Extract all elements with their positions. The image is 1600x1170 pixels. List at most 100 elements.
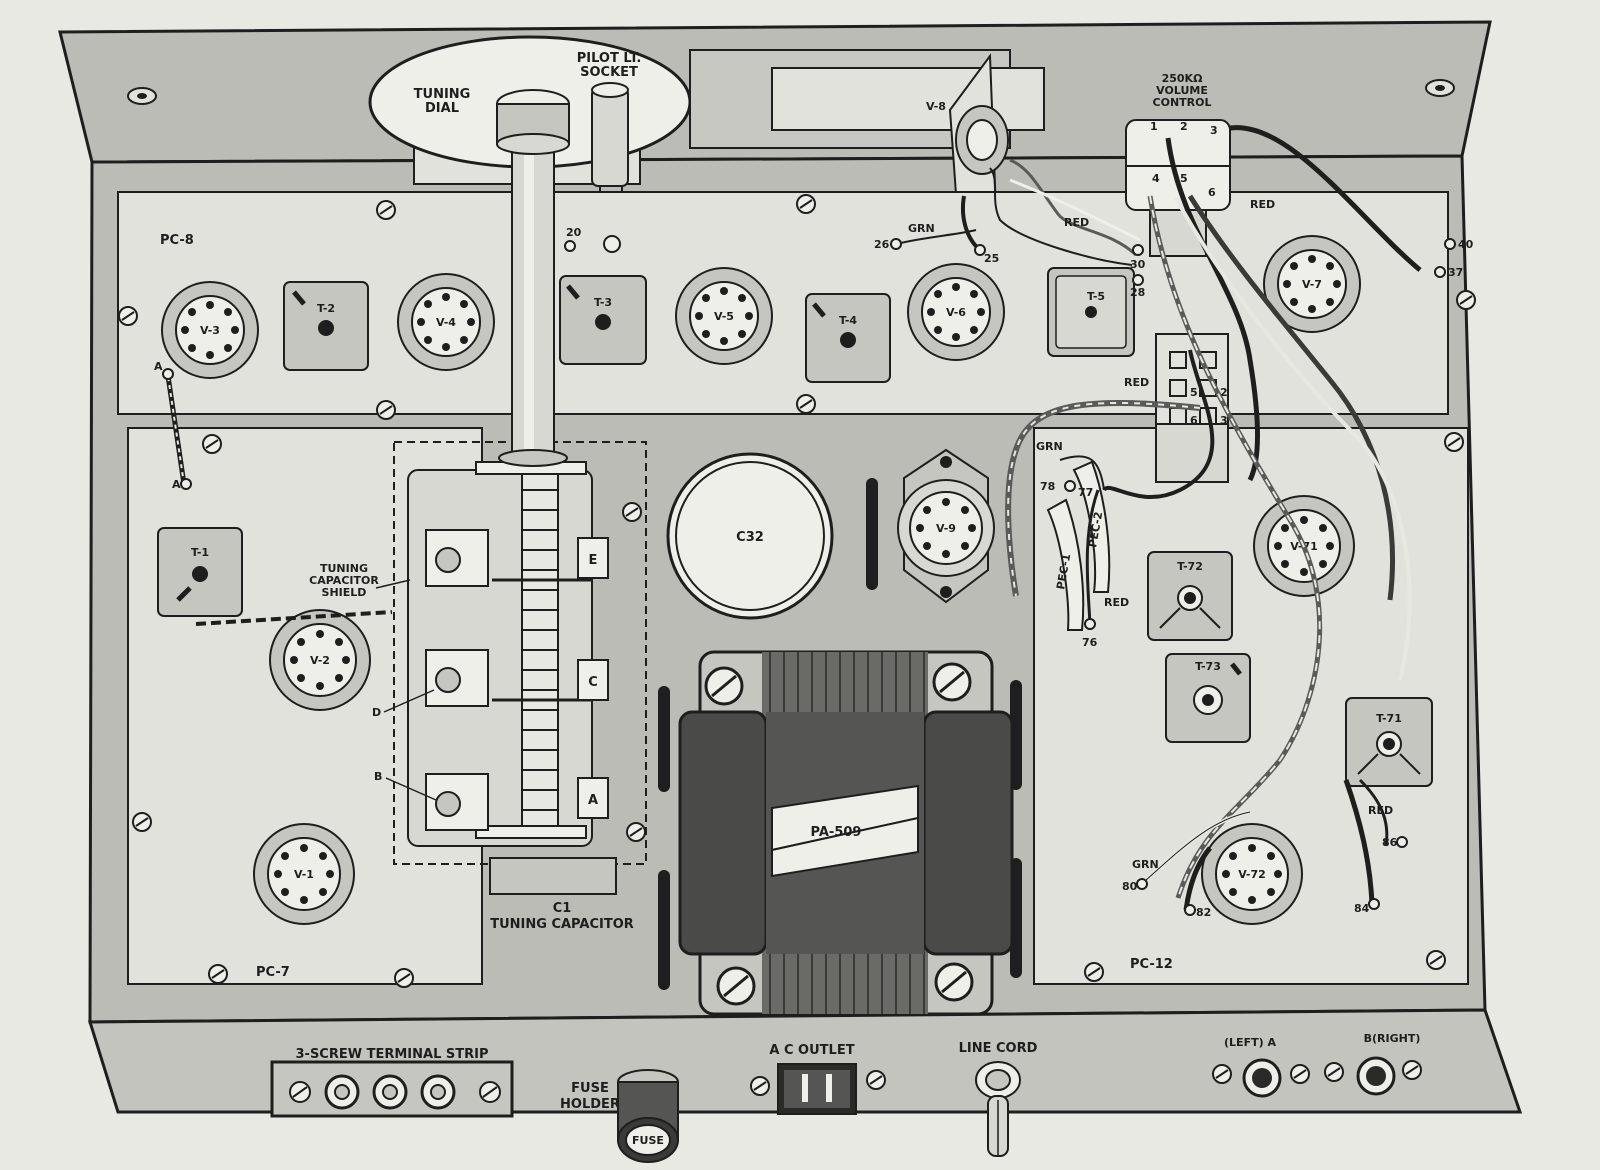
transformer-t72-label: T-72 [1177,560,1203,573]
point-a-bottom: A [172,478,181,491]
transformer-t2-label: T-2 [317,302,335,315]
volume-control-label-3: CONTROL [1153,96,1212,109]
tuning-dial-label-2: DIAL [425,101,459,116]
pin-label: 1 [1150,120,1158,133]
screw [622,502,642,522]
board-pc8-label: PC-8 [160,233,194,248]
terminal-screw[interactable] [324,1074,360,1110]
fuse-holder-label-2: HOLDER [560,1097,620,1112]
screw [1212,1064,1232,1084]
volume-control-label-2: VOLUME [1156,84,1208,97]
ac-outlet-label: A C OUTLET [769,1043,854,1058]
point-28: 28 [1130,286,1145,299]
pin-label: 3 [1220,414,1228,427]
tuning-capacitor-label-2: TUNING CAPACITOR [490,917,634,932]
wire-label-grn: GRN [908,222,935,235]
terminal-screw[interactable] [420,1074,456,1110]
rca-jack-right[interactable] [1356,1056,1396,1096]
rca-jack-left[interactable] [1242,1058,1282,1098]
rivet [1425,79,1455,97]
point-77: 77 [1078,486,1093,499]
point-25: 25 [984,252,999,265]
screw [626,822,646,842]
tube-v2-label: V-2 [310,654,330,667]
transformer-t2 [283,281,369,371]
leader-line [385,777,437,801]
transformer-t73-label: T-73 [1195,660,1221,673]
pilot-socket-label-1: PILOT LT. [577,51,642,66]
cap-section-c: C [588,675,598,690]
slot [658,686,670,792]
tube-socket-v3 [161,281,259,379]
screw [132,812,152,832]
tube-socket-v9 [897,448,995,604]
board-pc12-label: PC-12 [1130,957,1173,972]
transformer-t4-label: T-4 [839,314,857,327]
transformer-t5 [1047,267,1135,357]
screw [376,200,396,220]
screw [376,400,396,420]
point-76: 76 [1082,636,1098,649]
wire-label-red: RED [1250,198,1275,211]
tube-v72-label: V-72 [1238,868,1266,881]
chassis-edge-left [59,31,93,163]
pin-label: 5 [1180,172,1188,185]
tube-socket-v71 [1253,495,1355,597]
ac-outlet[interactable] [777,1063,857,1115]
board-pc7-label: PC-7 [256,965,290,980]
pin-label: 5 [1190,386,1198,399]
point-30: 30 [1130,258,1146,271]
pin-label: 3 [1210,124,1218,137]
point-20: 20 [566,226,582,239]
point-a-top: A [154,360,163,373]
point-d: D [372,706,381,719]
screw [394,968,414,988]
wire-label-grn: GRN [1132,858,1159,871]
terminal-screw[interactable] [479,1081,501,1103]
tube-socket-v4 [397,273,495,371]
tube-v1-label: V-1 [294,868,314,881]
tube-v7-label: V-7 [1302,278,1322,291]
pin-label: 6 [1190,414,1198,427]
fuse-holder[interactable] [617,1069,679,1163]
wiring [165,125,1422,911]
screw [796,194,816,214]
slot [866,478,878,590]
wire-label-red: RED [1124,376,1149,389]
pin-label: 2 [1220,386,1228,399]
pin-label: 4 [1152,172,1160,185]
pin-label: 6 [1208,186,1216,199]
terminal-screw[interactable] [372,1074,408,1110]
capacitor-c32-label: C32 [736,530,764,545]
tube-socket-v8 [955,105,1009,175]
screw [1324,1062,1344,1082]
screw [1290,1064,1310,1084]
point-82: 82 [1196,906,1211,919]
screw [796,394,816,414]
screw [1426,950,1446,970]
screw [1456,290,1476,310]
transformer-t4 [805,293,891,383]
wire-label-red: RED [1104,596,1129,609]
tube-socket-v6 [907,263,1005,361]
pec-modules [1046,460,1111,631]
tube-v8-label: V-8 [926,100,946,113]
transformer-t5-label: T-5 [1087,290,1105,303]
jack-right-label: B(RIGHT) [1364,1032,1421,1045]
point-80: 80 [1122,880,1138,893]
capacitor-c32 [666,452,834,620]
tube-v4-label: V-4 [436,316,456,329]
transformer-t72 [1147,551,1233,641]
line-cord[interactable] [975,1061,1021,1157]
volume-control-label-1: 250KΩ [1162,72,1203,85]
cap-shield-label-1: TUNING [320,562,368,575]
power-transformer [678,650,1014,1016]
tube-socket-v2 [269,609,371,711]
tube-socket-v1 [253,823,355,925]
terminal-screw[interactable] [289,1081,311,1103]
fuse-cap-label: FUSE [632,1134,664,1147]
power-transformer-label: PA-509 [811,825,862,840]
slot [658,870,670,990]
screw [1402,1060,1422,1080]
